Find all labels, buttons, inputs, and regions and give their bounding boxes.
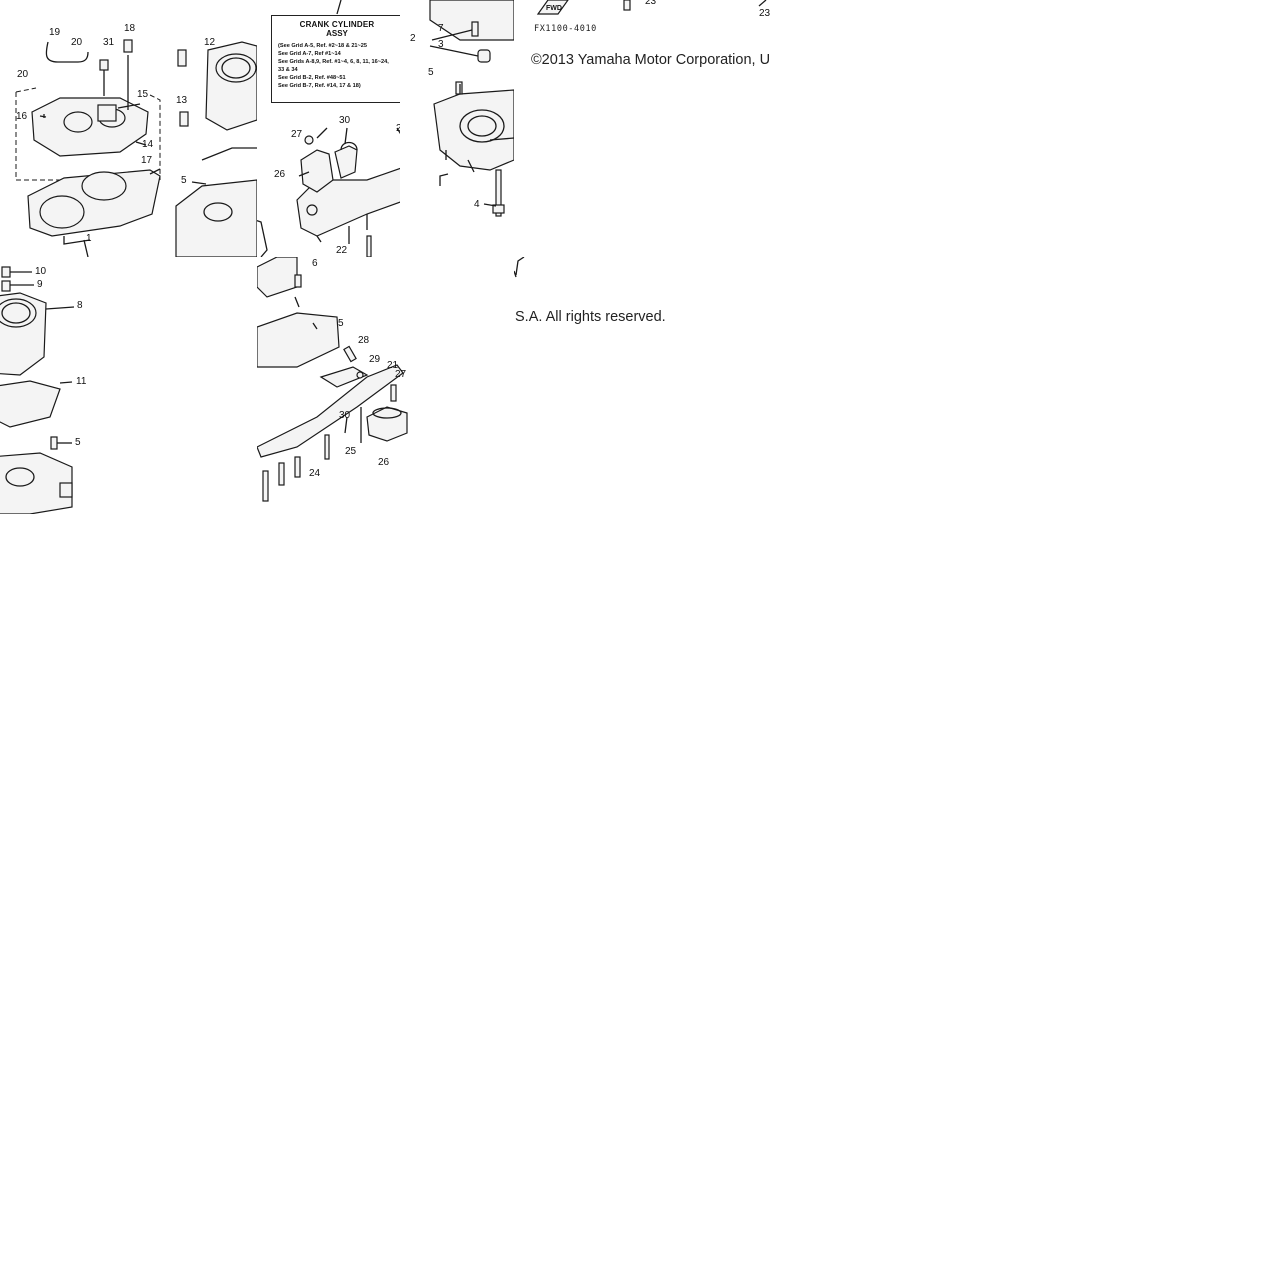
- ref-number: 8: [77, 300, 83, 311]
- diagram-tile-crankcase: 7 2 3 5 4: [400, 0, 514, 257]
- ref-number: 12: [204, 37, 216, 48]
- legend-line: (See Grid A-5, Ref. #2~18 & 21~25: [278, 43, 368, 49]
- ref-number: 27: [291, 129, 303, 140]
- ref-number: 25: [345, 446, 357, 457]
- ref-number: 18: [124, 23, 136, 34]
- ref-number: 13: [176, 95, 188, 106]
- diagram-tile-fragment-bottom: S.A. All rights reserved.: [514, 257, 771, 514]
- ref-number: 27: [395, 369, 407, 380]
- ref-number: 29: [369, 354, 381, 365]
- ref-number: 31: [103, 37, 115, 48]
- legend-title: CRANK CYLINDER: [299, 20, 375, 29]
- ref-number: 10: [35, 266, 47, 277]
- diagram-tile-fragment-top: FWD 23 23 FX1100-4010 ©2013 Yamaha Motor…: [514, 0, 771, 257]
- ref-number: 5: [338, 318, 344, 329]
- ref-number: 17: [141, 155, 153, 166]
- lower-mount-drawing: [257, 257, 408, 502]
- legend-line: 33 & 34: [278, 67, 298, 73]
- legend-subtitle: ASSY: [326, 29, 348, 38]
- ref-number: 14: [142, 139, 154, 150]
- copyright-notice: ©2013 Yamaha Motor Corporation, U.S: [531, 52, 771, 68]
- ref-number: 23: [645, 0, 657, 7]
- ref-number: 23: [759, 8, 771, 19]
- ref-number: 5: [428, 67, 434, 78]
- legend-box: CRANK CYLINDER ASSY (See Grid A-5, Ref. …: [271, 15, 403, 103]
- ref-number: 16: [16, 111, 28, 122]
- diagram-tile-lower-mount: 6 5 28 29 21 27 30 25 24 26: [257, 257, 514, 514]
- fragment-mark: [514, 257, 525, 278]
- ref-number: 11: [76, 376, 87, 387]
- ref-number: 26: [274, 169, 286, 180]
- crankcase-drawing: [429, 0, 514, 217]
- ref-number: 30: [339, 115, 351, 126]
- ref-number: 22: [336, 245, 348, 256]
- cylinder-lower-drawing: [0, 266, 75, 514]
- legend-line: See Grid B-7, Ref. #14, 17 & 18): [278, 83, 361, 89]
- cylinder-head-drawing: [15, 39, 161, 257]
- ref-number: 5: [75, 437, 81, 448]
- ref-number: 6: [312, 258, 318, 269]
- ref-number: 19: [49, 27, 61, 38]
- ref-number: 3: [438, 39, 444, 50]
- ref-number: 1: [86, 233, 92, 244]
- legend-line: See Grid A-7, Ref #1~14: [278, 51, 341, 57]
- legend-line: See Grids A-8,9, Ref. #1~4, 6, 8, 11, 16…: [278, 59, 389, 65]
- ref-number: 5: [181, 175, 187, 186]
- ref-number: 24: [309, 468, 321, 479]
- cylinder-block-drawing: [175, 41, 257, 257]
- ref-number: 7: [438, 23, 444, 34]
- legend-line: See Grid B-2, Ref. #48~51: [278, 75, 346, 81]
- ref-number: 30: [339, 410, 351, 421]
- ref-number: 9: [37, 279, 43, 290]
- ref-number: 2: [410, 33, 416, 44]
- copyright-notice-continued: S.A. All rights reserved.: [515, 309, 666, 325]
- ref-number: 20: [17, 69, 29, 80]
- ref-number: 21: [387, 360, 399, 371]
- fwd-fragment-drawing: FWD: [536, 0, 767, 15]
- diagram-tile-cylinder-lower: 10 9 8 11 5: [0, 257, 257, 514]
- diagram-code: FX1100-4010: [534, 24, 597, 34]
- ref-number: 28: [358, 335, 370, 346]
- diagram-tile-cylinder-block: 12 13 5: [172, 0, 257, 257]
- ref-number: 4: [474, 199, 480, 210]
- ref-number: 15: [137, 89, 149, 100]
- ref-number: 26: [378, 457, 390, 468]
- fwd-label: FWD: [546, 5, 562, 12]
- ref-number: 20: [71, 37, 83, 48]
